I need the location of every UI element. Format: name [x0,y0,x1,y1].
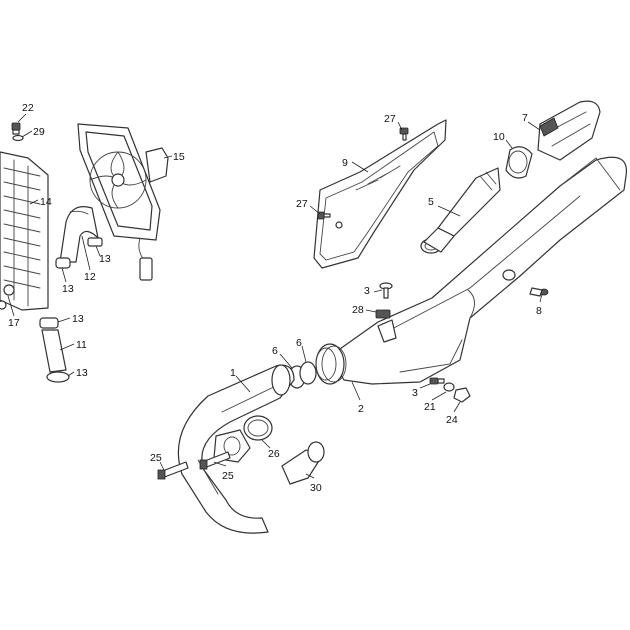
nut-24 [453,387,471,403]
intake-tube-5 [420,167,501,254]
silencer-inlet [315,343,347,385]
callout-25-a: 25 [150,452,162,464]
leader-lines [7,113,543,479]
callout-15: 15 [173,151,185,163]
callout-13-b: 13 [62,283,74,295]
callout-labels: 22 29 14 15 12 13 13 17 13 11 13 27 9 27… [8,102,542,494]
callout-5: 5 [428,196,434,208]
callout-21: 21 [424,401,436,413]
screw-3-upper [379,282,393,299]
callout-6-a: 6 [272,345,278,357]
callout-12: 12 [84,271,96,283]
callout-17: 17 [8,317,20,329]
callout-25-b: 25 [222,470,234,482]
heat-shield-9 [313,119,447,269]
bracket-28 [375,309,397,343]
callout-3-a: 3 [364,285,370,297]
callout-13-d: 13 [76,367,88,379]
callout-27-a: 27 [384,113,396,125]
callout-6-b: 6 [296,337,302,349]
callout-2: 2 [358,403,364,415]
stud-25-right [199,451,231,470]
callout-24: 24 [446,414,458,426]
washer-21 [443,382,455,392]
screw-3-lower [429,377,445,385]
bolt-8 [529,287,549,297]
callout-11: 11 [76,339,87,351]
callout-14: 14 [40,196,52,208]
hose-11 [39,317,70,383]
callout-30: 30 [310,482,322,494]
gasket-6b [299,361,317,385]
elbow-30 [281,441,325,485]
screw-27-upper [399,127,409,141]
silencer-body-2 [329,156,628,385]
callout-3-b: 3 [412,387,418,399]
radiator-fan [77,123,169,281]
callout-28: 28 [352,304,364,316]
silencer-cap-7 [537,100,601,161]
gasket-26 [243,415,273,441]
stud-25-left [157,461,189,480]
callout-7: 7 [522,112,528,124]
clamp-10 [505,146,533,179]
radiator [0,151,49,311]
callout-1: 1 [230,367,236,379]
callout-13-c: 13 [72,313,84,325]
callout-13-a: 13 [99,253,111,265]
callout-8: 8 [536,305,542,317]
callout-10: 10 [493,131,505,143]
bolt-22 [11,122,21,135]
washer-29 [12,134,24,142]
hose-12 [55,206,103,269]
callout-27-b: 27 [296,198,308,210]
header-pipe-1 [177,364,295,534]
callout-9: 9 [342,157,348,169]
callout-26: 26 [268,448,280,460]
callout-29: 29 [33,126,45,138]
callout-22: 22 [22,102,34,114]
